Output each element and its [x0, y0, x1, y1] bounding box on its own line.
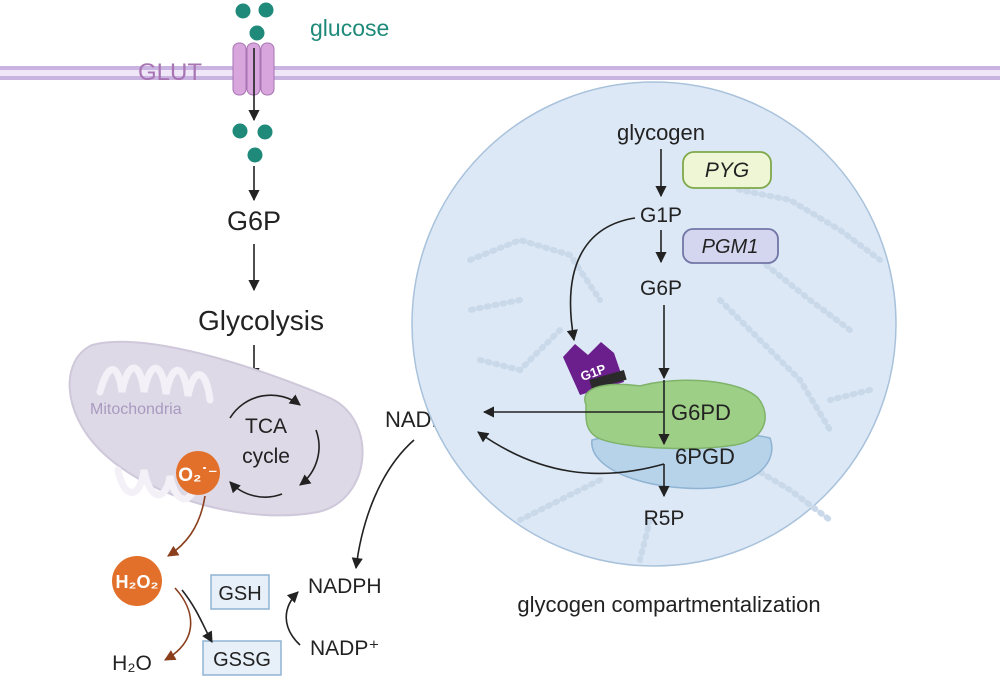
- h2o2-label: H₂O₂: [116, 572, 159, 592]
- gssg-label: GSSG: [213, 649, 271, 671]
- pyg-box: [682, 151, 772, 189]
- h2o2-badge: [112, 556, 162, 606]
- cycle-label: cycle: [242, 445, 290, 468]
- gssg-box: [202, 640, 282, 676]
- glycogen-branches: [467, 157, 883, 563]
- glycogen-label: glycogen: [617, 120, 705, 145]
- g6p-label-left: G6P: [227, 206, 281, 236]
- compartment-caption: glycogen compartmentalization: [517, 592, 820, 617]
- pgm1-box: [682, 228, 779, 264]
- glut-label: GLUT: [138, 59, 202, 86]
- g6pd-label: G6PD: [671, 400, 731, 425]
- mitochondria: [68, 340, 364, 517]
- cell-membrane: [0, 66, 1000, 80]
- 6pgd-label: 6PGD: [675, 444, 735, 469]
- nadp-plus-label: NADP⁺: [310, 637, 379, 660]
- g6p-label-right: G6P: [640, 277, 682, 300]
- glucose-label: glucose: [310, 15, 389, 41]
- nadph-bottom-label: NADPH: [308, 575, 382, 598]
- glycolysis-label: Glycolysis: [198, 305, 324, 336]
- superoxide-label: O₂˙⁻: [178, 465, 218, 486]
- g1p-label: G1P: [640, 204, 682, 227]
- gsh-label: GSH: [218, 583, 261, 605]
- glucose-molecules-outside: [235, 2, 274, 41]
- gsh-box: [210, 574, 270, 610]
- tca-label: TCA: [245, 415, 287, 438]
- enzyme-complex: [584, 379, 773, 490]
- tca-cycle-arrows: [229, 394, 320, 498]
- pyg-label: PYG: [705, 159, 749, 182]
- pgm1-label: PGM1: [702, 236, 759, 258]
- glucose-molecules-inside: [232, 123, 273, 163]
- mitochondria-label: Mitochondria: [90, 401, 182, 418]
- r5p-label: R5P: [644, 507, 685, 530]
- h2o-label: H₂O: [112, 652, 152, 675]
- glycogen-compartment: [411, 81, 897, 567]
- superoxide-badge: [176, 451, 220, 495]
